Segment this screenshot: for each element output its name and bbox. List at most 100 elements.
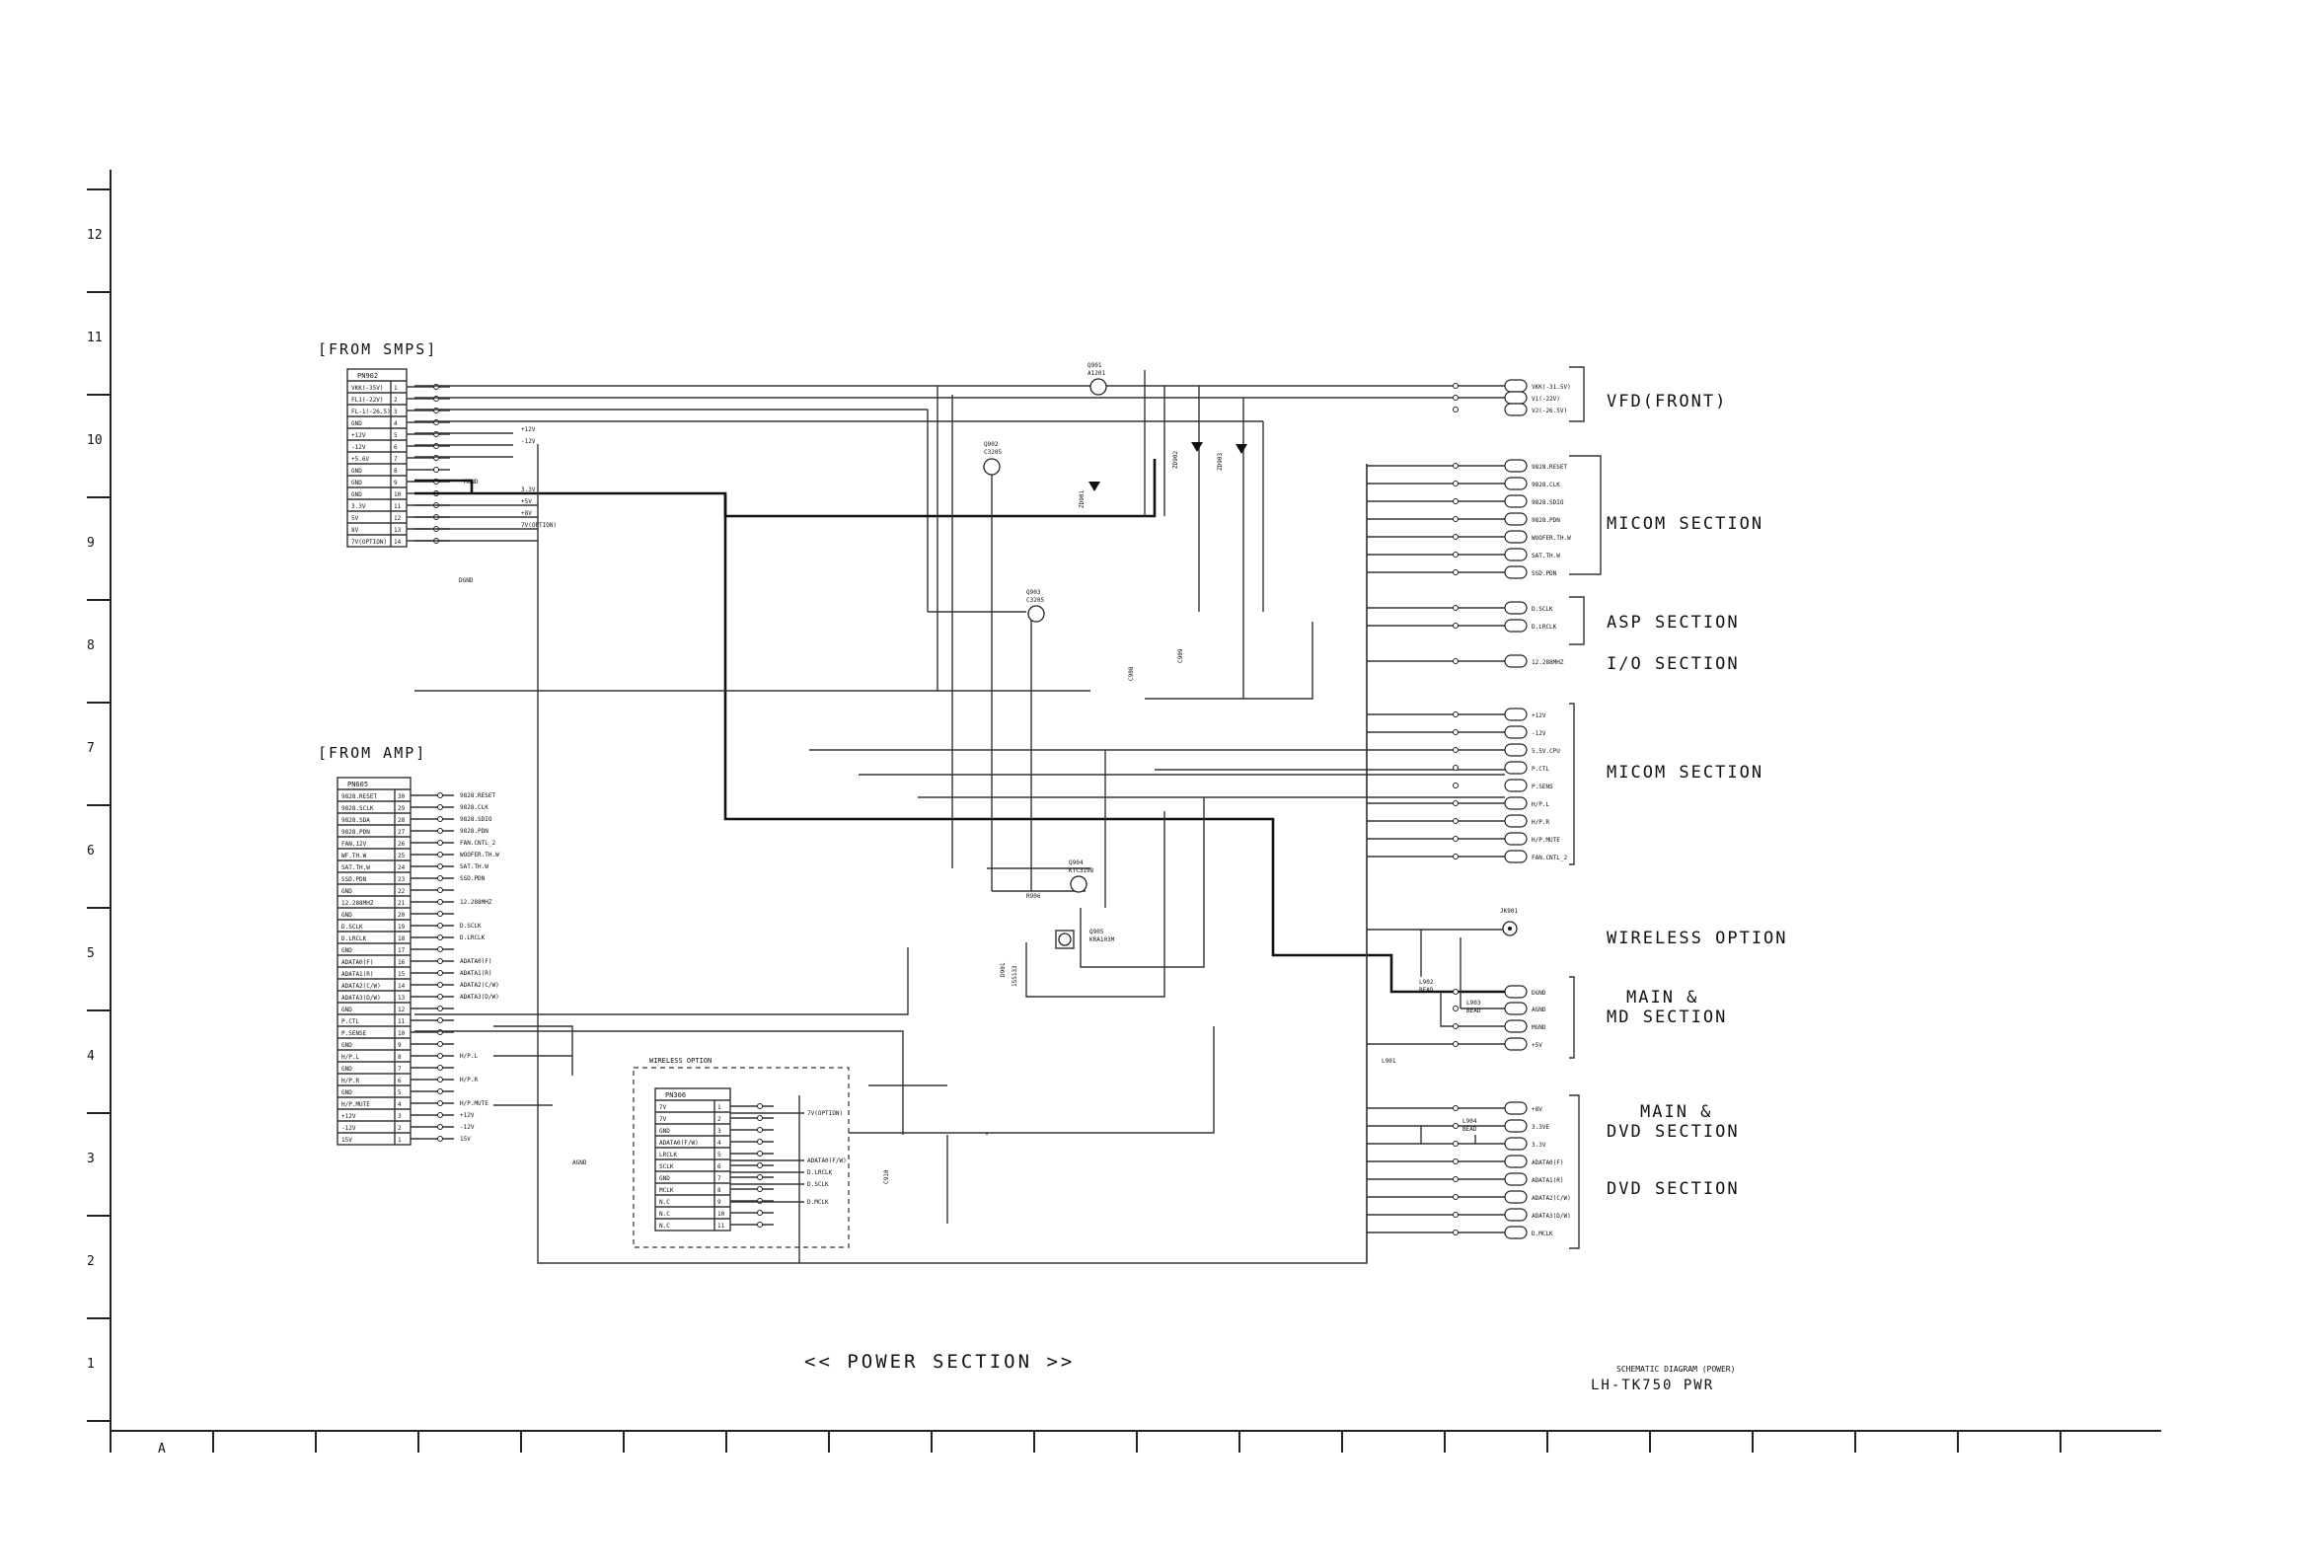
- column-label-a: A: [158, 1442, 166, 1456]
- pin-terminal: [437, 899, 443, 905]
- pin-number: 22: [398, 888, 406, 895]
- net-label: 9828.SDIO: [460, 816, 492, 823]
- pin-number: 10: [394, 491, 402, 498]
- l902-bead: BEAD: [1419, 987, 1434, 994]
- pin-terminal: [433, 443, 439, 449]
- pin-name: 8V: [351, 527, 359, 534]
- l901-ref: L901: [1382, 1058, 1396, 1065]
- right-connector-terminal: [1504, 548, 1528, 561]
- section-dvd: DVD SECTION: [1607, 1179, 1740, 1199]
- net-label: 7V(OPTION): [521, 522, 557, 529]
- pin-name: P.CTL: [341, 1018, 359, 1025]
- pin-number: 11: [717, 1223, 725, 1230]
- right-connectors: VKK(-31.5V)V1(-22V)V2(-26.5V)9828.RESET9…: [1453, 379, 1571, 1239]
- q901-part: A1201: [1087, 370, 1105, 377]
- row-label: 12: [87, 228, 103, 243]
- wiring: [414, 370, 1515, 1264]
- right-connector-node: [1453, 783, 1459, 788]
- net-label: ADATA1(R): [460, 970, 492, 977]
- right-connector-node: [1453, 407, 1459, 412]
- right-connector-node: [1453, 481, 1459, 486]
- from-smps-header: [FROM SMPS]: [318, 340, 437, 358]
- pin-number: 27: [398, 829, 406, 836]
- section-micom-2: MICOM SECTION: [1607, 763, 1763, 783]
- pin-terminal: [433, 431, 439, 437]
- right-connector-terminal: [1504, 1137, 1528, 1151]
- pin-name: 9828.SDA: [341, 817, 370, 824]
- right-connector-label: 3.3VE: [1532, 1124, 1549, 1131]
- pin-terminal: [757, 1222, 763, 1228]
- pin-terminal: [437, 1053, 443, 1059]
- pin-name: 3.3V: [351, 503, 366, 510]
- pin-number: 25: [398, 853, 406, 859]
- net-label: -12V: [521, 438, 536, 445]
- pin-terminal: [757, 1115, 763, 1121]
- pin-terminal: [757, 1139, 763, 1145]
- pin-terminal: [437, 958, 443, 964]
- pin-terminal: [437, 946, 443, 952]
- pin-number: 2: [398, 1125, 402, 1132]
- pin-terminal: [437, 1124, 443, 1130]
- pin-name: -12V: [351, 444, 366, 451]
- right-connector-node: [1453, 1123, 1459, 1129]
- net-label: +12V: [521, 426, 536, 433]
- pin-terminal: [433, 396, 439, 402]
- net-label: ADATA2(C/W): [460, 982, 499, 989]
- pin-name: GND: [351, 480, 362, 486]
- pin-number: 3: [717, 1128, 721, 1135]
- pin-number: 4: [717, 1140, 721, 1147]
- zd901-ref: ZD901: [1079, 490, 1086, 508]
- right-connector-terminal: [1504, 1208, 1528, 1222]
- net-label: -12V: [460, 1124, 475, 1131]
- section-main-dvd-2: DVD SECTION: [1607, 1122, 1740, 1142]
- right-connector-label: +5V: [1532, 1042, 1542, 1049]
- pin-number: 8: [717, 1187, 721, 1194]
- q904-ref: Q904: [1069, 859, 1084, 866]
- right-connector-node: [1453, 605, 1459, 611]
- right-connector-terminal: [1504, 796, 1528, 810]
- right-connector-node: [1453, 818, 1459, 824]
- pin-name: GND: [341, 1066, 352, 1073]
- pin-terminal: [437, 1065, 443, 1071]
- pin-terminal: [437, 1112, 443, 1118]
- pin-name: FAN.12V: [341, 841, 367, 848]
- pin-terminal: [437, 923, 443, 929]
- transistor-q903: [1027, 605, 1045, 623]
- right-connector-terminal: [1504, 779, 1528, 792]
- right-connector-node: [1453, 1176, 1459, 1182]
- pin-terminal: [437, 982, 443, 988]
- wireless-out-label: D.MCLK: [807, 1199, 829, 1206]
- pin-name: GND: [659, 1128, 670, 1135]
- right-connector-label: ADATA3(D/W): [1532, 1213, 1571, 1220]
- from-amp-header: [FROM AMP]: [318, 744, 426, 762]
- jack-pin: [1508, 927, 1512, 931]
- pin-number: 1: [394, 385, 398, 392]
- pin-name: GND: [341, 912, 352, 919]
- pin-number: 11: [398, 1018, 406, 1025]
- right-connector-terminal: [1504, 601, 1528, 615]
- r906-ref: R906: [1026, 893, 1041, 900]
- right-connector-terminal: [1504, 565, 1528, 579]
- pin-terminal: [437, 911, 443, 917]
- net-label: 12.288MHZ: [460, 899, 492, 906]
- pin-number: 13: [398, 995, 406, 1002]
- pin-terminal: [757, 1174, 763, 1180]
- right-connector-label: 9828.PDN: [1532, 517, 1560, 524]
- components: Q901 A1201 Q902 C3205 Q903 C3205 Q904 KT…: [459, 362, 1518, 1184]
- pin-number: 24: [398, 864, 406, 871]
- section-brackets: [1569, 366, 1602, 1249]
- right-connector-terminal: [1504, 1226, 1528, 1239]
- pin-terminal: [437, 816, 443, 822]
- section-wireless-option: WIRELESS OPTION: [1607, 929, 1788, 948]
- pin-name: -12V: [341, 1125, 356, 1132]
- pin-number: 7: [717, 1175, 721, 1182]
- right-connector-label: V2(-26.5V): [1532, 408, 1567, 414]
- pin-name: GND: [341, 888, 352, 895]
- column-ticks: [110, 1431, 2062, 1453]
- pin-terminal: [437, 994, 443, 1000]
- q903-ref: Q903: [1026, 589, 1041, 596]
- zener-zd901: [1088, 482, 1100, 491]
- pin-name: 5V: [351, 515, 359, 522]
- pin-terminal: [437, 840, 443, 846]
